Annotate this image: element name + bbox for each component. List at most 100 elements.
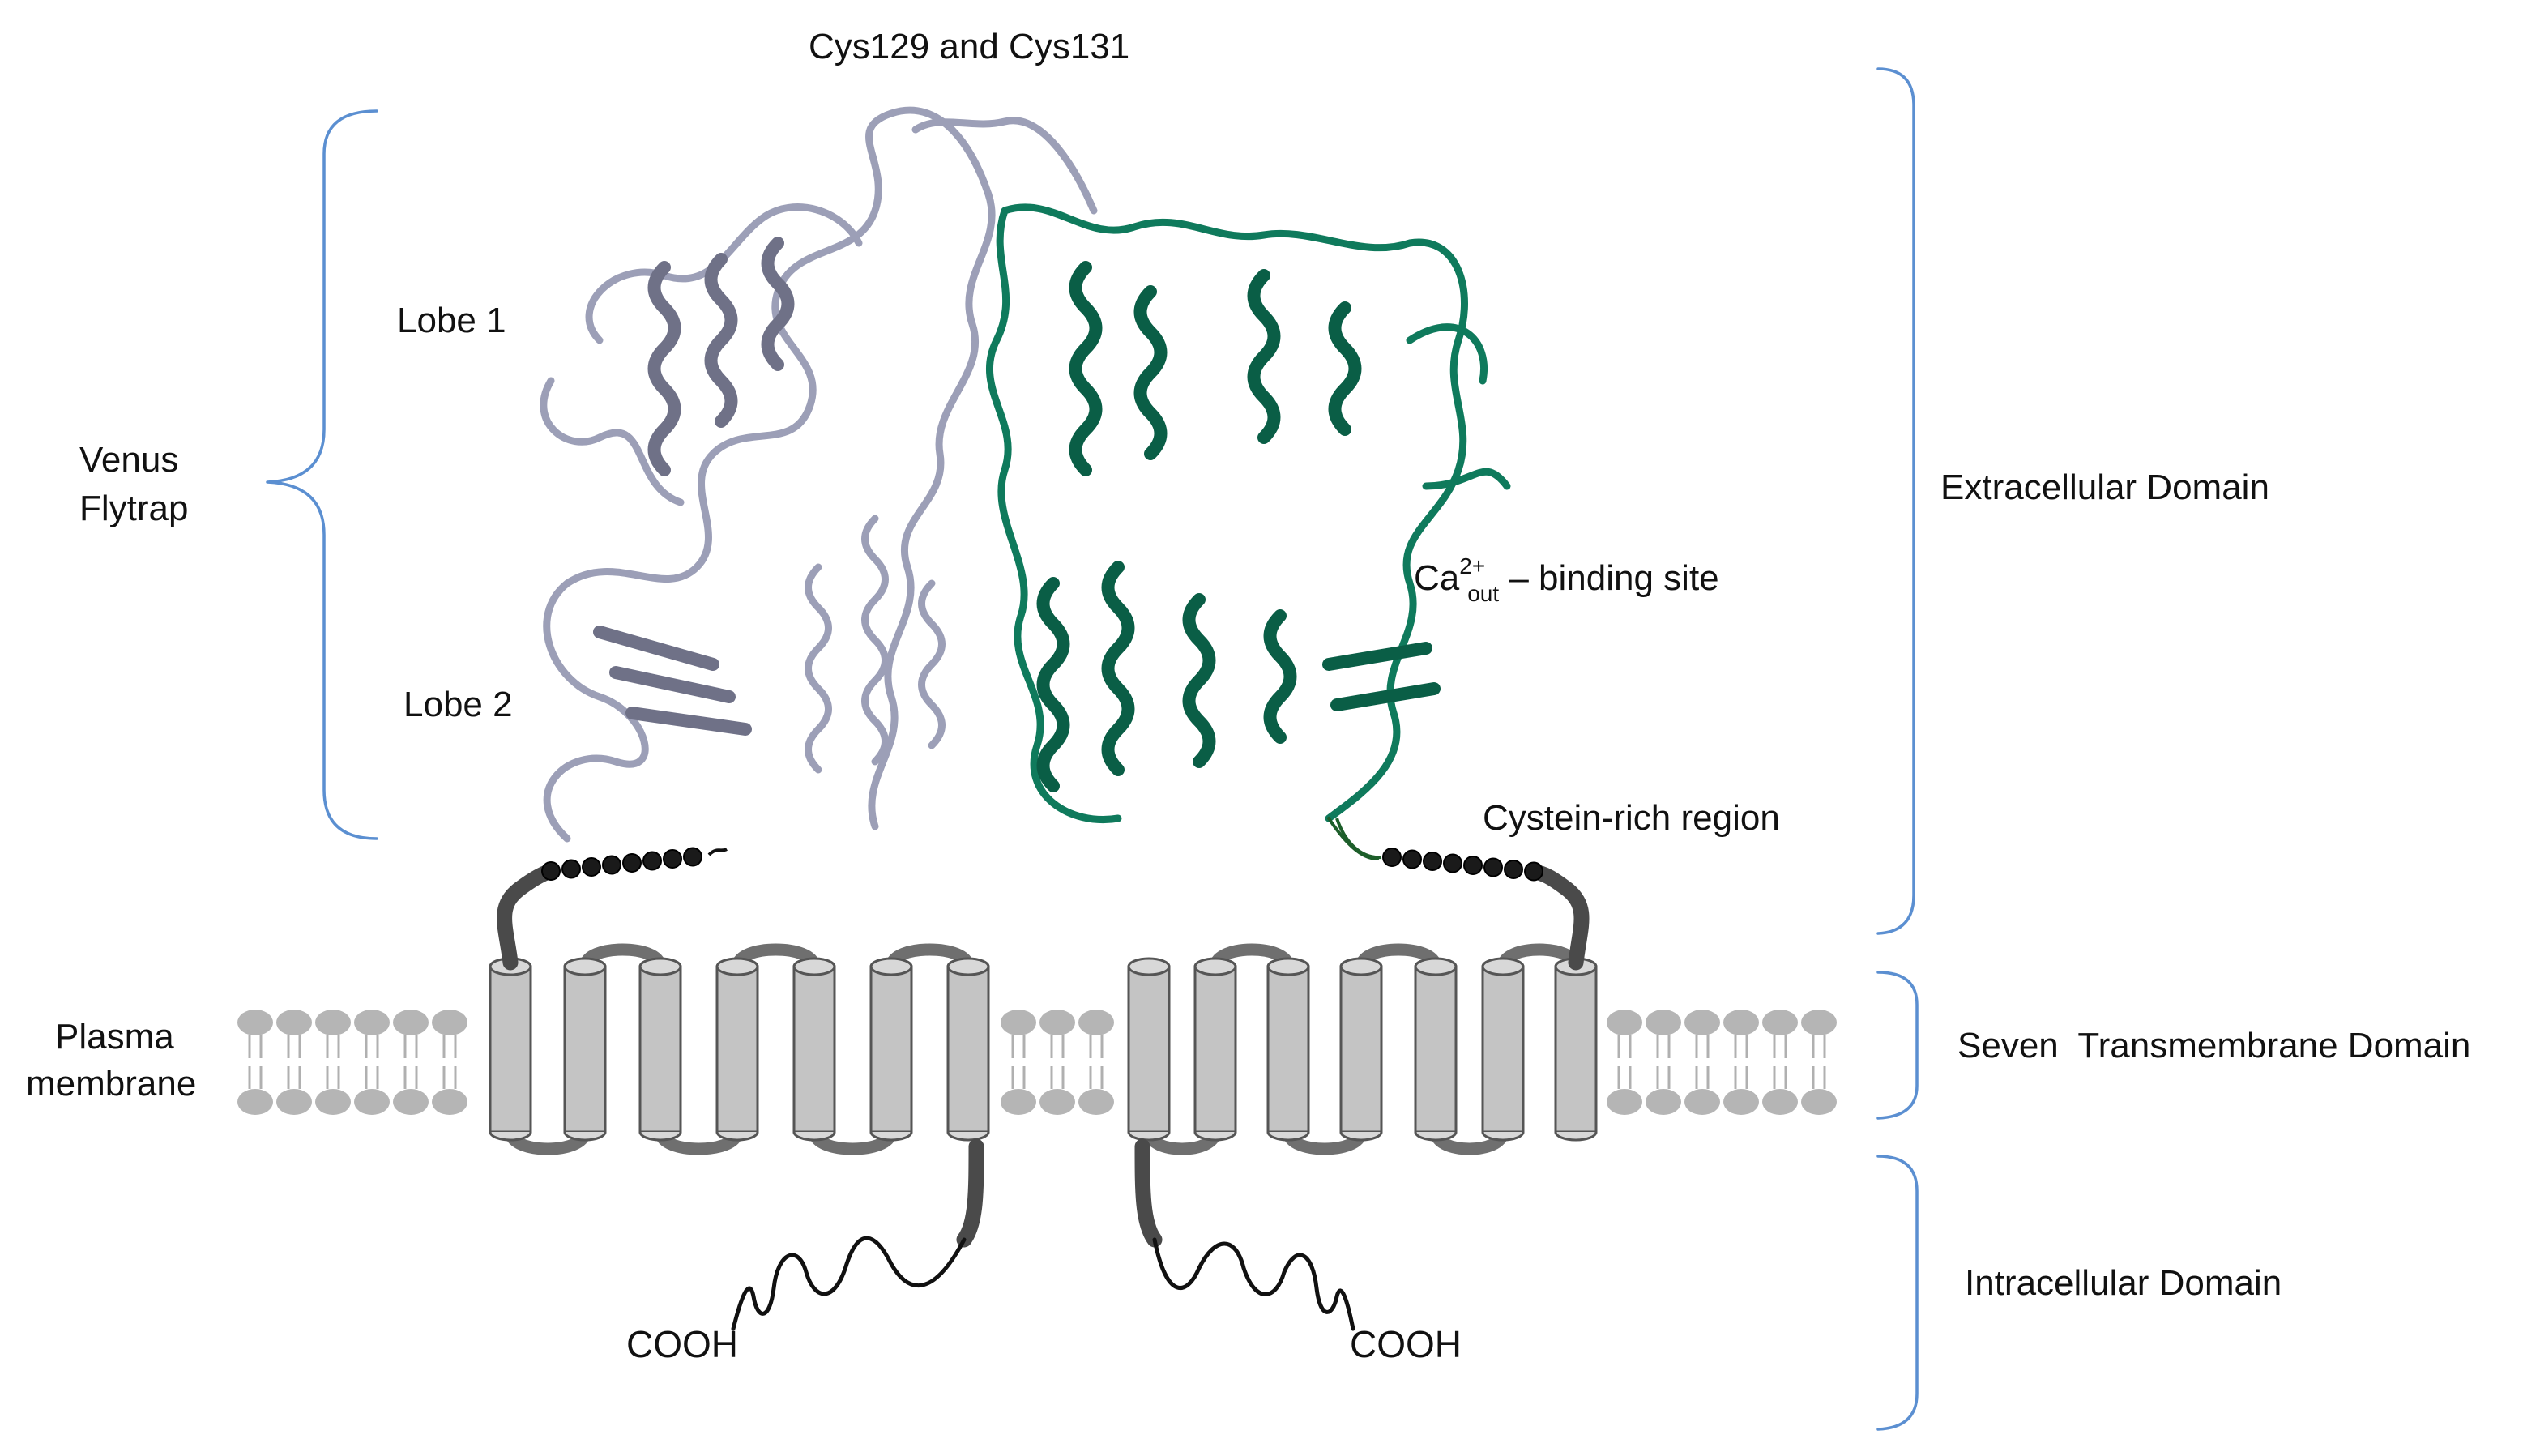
lipid-head-bottom (1039, 1089, 1075, 1115)
intracellular-brace (1876, 1155, 1919, 1431)
lipid-head-bottom (1607, 1089, 1642, 1115)
lipid-head-top (276, 1010, 312, 1035)
left-tm-helix (792, 965, 836, 1134)
right-tm-helix-bottom (1266, 1131, 1310, 1142)
cooh-left-label: COOH (626, 1323, 738, 1365)
ca-superscript: 2+ (1459, 553, 1485, 579)
right-tm-helix-bottom (1127, 1131, 1171, 1142)
lipid-head-bottom (1646, 1089, 1681, 1115)
lobe2-label: Lobe 2 (403, 685, 513, 724)
lipid-bilayers (237, 1010, 1837, 1115)
right-tm-helix-cap (1266, 957, 1310, 976)
lipid-head-bottom (432, 1089, 467, 1115)
venus-flytrap-structure (540, 106, 1511, 860)
lipid-head-top (1684, 1010, 1720, 1035)
left-tm-helix-cap (792, 957, 836, 976)
cys-label: Cys129 and Cys131 (809, 27, 1129, 66)
left-tm-helix (489, 965, 532, 1134)
cysteine-bead (1443, 853, 1462, 873)
cysteine-bead (602, 855, 621, 875)
lipid-head-bottom (1801, 1089, 1837, 1115)
c-terminal-tails (731, 1138, 1355, 1331)
lipid-head-top (1039, 1010, 1075, 1035)
lipid-head-top (1607, 1010, 1642, 1035)
cysteine-bead (1463, 856, 1483, 875)
left-helix7-extension (956, 1138, 984, 1248)
right-tm-helix-cap (1127, 957, 1171, 976)
lipid-head-bottom (1684, 1089, 1720, 1115)
left-tm-helix-bottom (489, 1131, 532, 1142)
cysteine-bead (683, 847, 702, 867)
right-tm-helix (1414, 965, 1458, 1134)
cysteine-rich-beads (541, 818, 1543, 882)
left-tm-helix (563, 965, 607, 1134)
right-tm-helix (1266, 965, 1310, 1134)
left-tm-helix-bottom (792, 1131, 836, 1142)
left-tm-helix-cap (715, 957, 759, 976)
right-ecd-linker (1533, 865, 1590, 971)
left-tm-helix-cap (563, 957, 607, 976)
lipid-head-bottom (276, 1089, 312, 1115)
left-tm-helix-bottom (638, 1131, 682, 1142)
right-tm-helix (1127, 965, 1171, 1134)
lipid-head-top (1723, 1010, 1759, 1035)
left-tm-helix-bottom (946, 1131, 990, 1142)
lipid-head-bottom (354, 1089, 390, 1115)
cysteine-bead (541, 861, 561, 881)
extracellular-brace (1876, 67, 1915, 935)
cysteine-bead (1402, 849, 1422, 869)
venus-label-line2: Flytrap (79, 489, 188, 528)
lipid-head-bottom (1078, 1089, 1114, 1115)
left-bead-connector (707, 848, 728, 856)
left-cooh-tail (731, 1236, 967, 1331)
lipid-head-top (1762, 1010, 1798, 1035)
cysteine-bead (561, 859, 581, 879)
lipid-head-top (432, 1010, 467, 1035)
right-tm-helix (1481, 965, 1525, 1134)
right-tm-helix-bottom (1554, 1131, 1598, 1142)
cysteine-bead (1504, 860, 1523, 879)
ca-rest: – binding site (1499, 558, 1719, 598)
cysteine-bead (1423, 852, 1442, 871)
lipid-head-top (315, 1010, 351, 1035)
cysteine-bead (663, 849, 682, 869)
lipid-head-top (1646, 1010, 1681, 1035)
left-ecd-linker (497, 865, 553, 971)
left-tm-helix-cap (946, 957, 990, 976)
cooh-right-label: COOH (1350, 1323, 1462, 1365)
lipid-head-bottom (1723, 1089, 1759, 1115)
intracellular-label: Intracellular Domain (1965, 1263, 2282, 1303)
right-tm-helix-cap (1414, 957, 1458, 976)
lipid-head-top (237, 1010, 273, 1035)
lipid-head-bottom (1762, 1089, 1798, 1115)
seven-tm-label: Seven Transmembrane Domain (1957, 1026, 2470, 1065)
lipid-head-bottom (315, 1089, 351, 1115)
ca-main: Ca (1414, 558, 1460, 598)
left-tm-helix-bottom (563, 1131, 607, 1142)
ca-binding-site-label: Ca2+out – binding site (1414, 553, 1719, 606)
lipid-head-top (393, 1010, 429, 1035)
left-protomer-ribbon (540, 106, 1098, 843)
right-tm-helix-cap (1339, 957, 1383, 976)
seven-tm-brace (1876, 971, 1919, 1120)
cysteine-bead (622, 853, 642, 873)
transmembrane-helices (489, 865, 1598, 1155)
right-tm-helix-bottom (1414, 1131, 1458, 1142)
right-protomer-ribbon (985, 203, 1511, 860)
right-tm-helix-cap (1481, 957, 1525, 976)
right-tm-helix-bottom (1193, 1131, 1237, 1142)
left-tm-helix (715, 965, 759, 1134)
cysteine-bead (1483, 857, 1503, 877)
lipid-head-top (1801, 1010, 1837, 1035)
lipid-head-bottom (393, 1089, 429, 1115)
left-tm-helix-cap (638, 957, 682, 976)
lipid-head-top (1078, 1010, 1114, 1035)
right-tm-helix (1554, 965, 1598, 1134)
plasma-label-line1: Plasma (55, 1017, 174, 1057)
venus-label-line1: Venus (79, 440, 178, 480)
lipid-head-top (354, 1010, 390, 1035)
right-tm-helix-bottom (1339, 1131, 1383, 1142)
lipid-head-bottom (237, 1089, 273, 1115)
left-tm-helix (946, 965, 990, 1134)
